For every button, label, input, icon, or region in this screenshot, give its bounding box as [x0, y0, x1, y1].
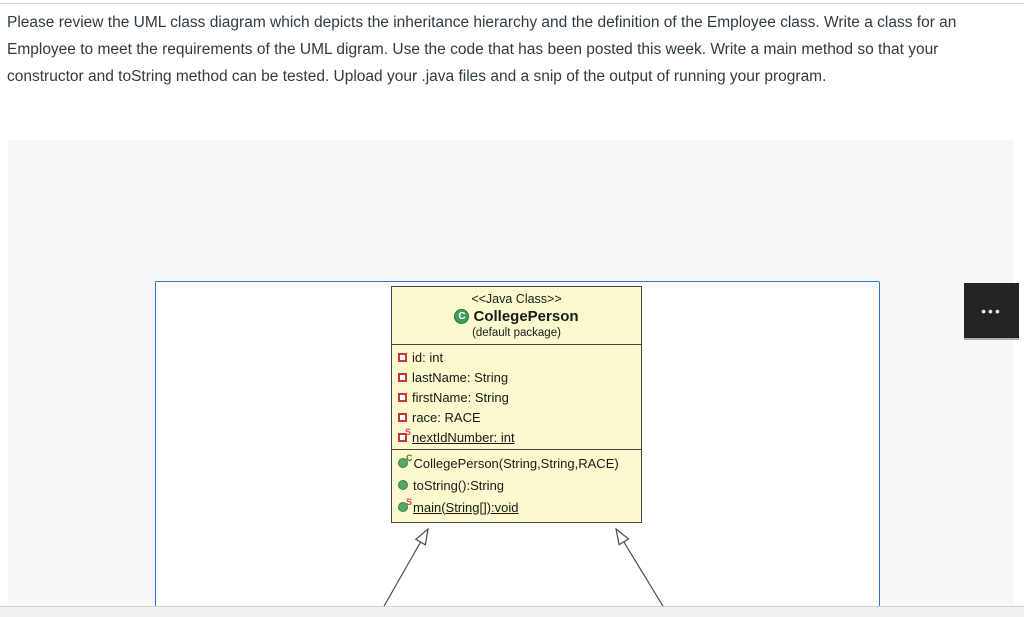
window-bottom-edge	[0, 606, 1024, 617]
top-divider	[0, 3, 1024, 4]
private-field-icon	[398, 392, 407, 402]
class-name: CollegePerson	[473, 308, 579, 325]
static-method-icon	[398, 502, 408, 512]
package-label: (default package)	[472, 327, 561, 339]
private-field-icon	[398, 412, 407, 422]
uml-method-row: toString():String	[392, 474, 641, 496]
public-method-icon	[398, 480, 408, 490]
uml-diagram-image: <<Java Class>> C CollegePerson (default …	[155, 281, 880, 617]
uml-field-row: firstName: String	[392, 387, 641, 407]
uml-static-method-row: S main(String[]):void	[392, 496, 641, 518]
uml-field-row-static: S nextIdNumber: int	[392, 427, 641, 447]
class-name-row: C CollegePerson	[392, 306, 641, 325]
java-class-icon: C	[454, 309, 470, 324]
stereotype-label: <<Java Class>>	[471, 292, 562, 306]
static-marker: S	[406, 497, 413, 507]
static-marker: S	[405, 427, 412, 437]
embed-content-panel: <<Java Class>> C CollegePerson (default …	[8, 140, 1019, 617]
private-field-icon	[398, 352, 407, 362]
collegeperson-header: <<Java Class>> C CollegePerson (default …	[392, 287, 641, 344]
more-options-button[interactable]: •••	[964, 283, 1019, 338]
private-field-icon	[398, 372, 407, 382]
more-options-icon: •••	[981, 302, 1002, 319]
employee-inherits-arrow	[382, 527, 429, 609]
collegeperson-fields: id: int lastName: String firstName: Stri…	[392, 344, 641, 449]
constructor-icon	[398, 458, 408, 468]
student-inherits-arrow	[615, 527, 671, 617]
collegeperson-methods: C CollegePerson(String,String,RACE) toSt…	[392, 449, 641, 522]
uml-field-row: lastName: String	[392, 367, 641, 387]
uml-field-row: race: RACE	[392, 407, 641, 427]
uml-field-row: id: int	[392, 347, 641, 367]
uml-class-collegeperson: <<Java Class>> C CollegePerson (default …	[391, 286, 642, 523]
private-static-field-icon	[398, 432, 407, 442]
uml-constructor-row: C CollegePerson(String,String,RACE)	[392, 452, 641, 474]
constructor-marker: C	[406, 453, 413, 463]
assignment-instructions: Please review the UML class diagram whic…	[7, 14, 957, 85]
